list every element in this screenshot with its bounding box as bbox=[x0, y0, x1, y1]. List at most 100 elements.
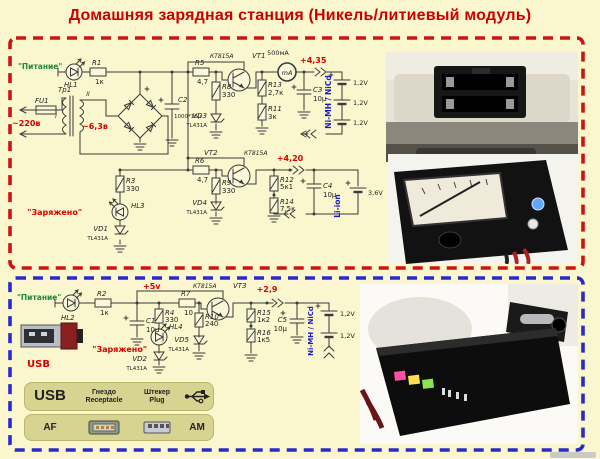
r10-ref: R10 bbox=[205, 313, 219, 321]
meter-unit: mA bbox=[282, 69, 293, 77]
hl3-ref: HL3 bbox=[131, 202, 145, 210]
r5-ref: R5 bbox=[195, 59, 205, 67]
r9-value: 330 bbox=[222, 187, 235, 195]
usb-female-label: AF bbox=[43, 422, 57, 433]
r3-ref: R3 bbox=[126, 177, 135, 185]
receptacle-header: Гнездо Receptacle bbox=[75, 389, 133, 404]
hl4-ref: HL4 bbox=[169, 323, 183, 331]
current-limit: 500мА bbox=[267, 49, 289, 57]
capacitor-c4 bbox=[300, 178, 322, 189]
vd4-type: TL431A bbox=[185, 210, 207, 216]
c3-ref: C3 bbox=[313, 86, 322, 94]
ground bbox=[290, 336, 304, 344]
vd5-type: TL431A bbox=[167, 347, 189, 353]
usb-legend-table: USB Гнездо Receptacle Штекер Plug bbox=[24, 382, 214, 444]
r14-ref: R14 bbox=[280, 198, 294, 206]
battery2-voltage: 3,6V bbox=[368, 189, 383, 197]
r13-value: 2,7к bbox=[268, 89, 283, 97]
hl2-ref: HL2 bbox=[61, 314, 75, 322]
vd2-ref: VD2 bbox=[132, 355, 147, 363]
r11-value: 3к bbox=[268, 113, 277, 121]
vd5-ref: VD5 bbox=[174, 336, 189, 344]
usb-male-label: AM bbox=[189, 422, 205, 433]
schematic-mains-charger: "Питание" HL1 R1 1к FU1 Тр1 ~220в I II ~… bbox=[12, 49, 383, 253]
c1-value: 10μ bbox=[146, 326, 160, 334]
usb-label: USB bbox=[27, 359, 50, 370]
r1-value: 1к bbox=[95, 78, 104, 86]
schematic-usb-charger: "Питание" HL2 R2 1к +5v C1 10μ R4 330 HL… bbox=[17, 282, 355, 374]
battery-type: Ni-MH / NiCd bbox=[307, 306, 315, 356]
vt1-type: КТ815А bbox=[210, 53, 233, 60]
charged-label: "Заряжено" bbox=[92, 345, 147, 354]
resistor-r6 bbox=[192, 165, 210, 175]
ground bbox=[113, 245, 127, 253]
resistor-r7 bbox=[178, 298, 196, 308]
ground bbox=[255, 127, 269, 135]
vd3-type: TL431A bbox=[185, 123, 207, 129]
watermark bbox=[550, 452, 596, 458]
c4-ref: C4 bbox=[323, 182, 332, 190]
cell1-voltage: 1,2V bbox=[340, 310, 355, 318]
r13-ref: R13 bbox=[268, 81, 282, 89]
cell3-voltage: 1,2V bbox=[353, 119, 368, 127]
power-label: "Питание" bbox=[17, 293, 61, 302]
r4-value: 330 bbox=[165, 316, 178, 324]
hl1-ref: HL1 bbox=[64, 81, 78, 89]
plug-ru: Штекер bbox=[143, 388, 171, 396]
usb-plug-image bbox=[133, 421, 181, 434]
battery1-type: Ni-MH / NiCd bbox=[324, 75, 333, 128]
r16-ref: R16 bbox=[257, 329, 271, 337]
cell2-voltage: 1,2V bbox=[340, 332, 355, 340]
ground bbox=[297, 111, 311, 119]
c4-value: 10μ bbox=[323, 191, 337, 199]
shunt-vd2 bbox=[153, 351, 168, 361]
shunt-vd5 bbox=[193, 335, 208, 345]
section-mains-charger: "Питание" HL1 R1 1к FU1 Тр1 ~220в I II ~… bbox=[8, 36, 585, 270]
r10-value: 240 bbox=[205, 320, 218, 328]
capacitor-c3 bbox=[291, 84, 312, 95]
r3-value: 330 bbox=[126, 185, 139, 193]
capacitor-c5 bbox=[280, 310, 305, 324]
transformer-ref: Тр1 bbox=[58, 86, 71, 94]
ground bbox=[133, 143, 147, 151]
r1-ref: R1 bbox=[92, 59, 101, 67]
ground bbox=[192, 352, 206, 360]
connector-out1 bbox=[314, 67, 327, 77]
vt2-ref: VT2 bbox=[204, 149, 218, 157]
photo-panel-meter bbox=[388, 154, 578, 266]
led-hl1 bbox=[65, 58, 85, 81]
r8-ref: R8 bbox=[222, 83, 232, 91]
output-voltage: +2,9 bbox=[257, 285, 278, 294]
usb-legend-title: USB bbox=[34, 387, 66, 405]
plug-en: Plug bbox=[149, 396, 165, 404]
r7-ref: R7 bbox=[181, 290, 191, 298]
r11-ref: R11 bbox=[268, 105, 282, 113]
vt2-type: КТ815А bbox=[244, 150, 267, 157]
ground bbox=[152, 366, 166, 374]
vd3-ref: VD3 bbox=[192, 112, 207, 120]
input-voltage: +5v bbox=[143, 282, 161, 291]
r2-ref: R2 bbox=[97, 290, 107, 298]
vd1-ref: VD1 bbox=[93, 225, 108, 233]
usb-plug-photo bbox=[20, 322, 83, 350]
led-hl2 bbox=[62, 289, 82, 312]
c2-value: 1000*16μ bbox=[174, 114, 202, 120]
r16-value: 1к5 bbox=[257, 336, 270, 344]
r15-ref: R15 bbox=[257, 309, 271, 317]
transformer bbox=[35, 95, 84, 137]
shunt-vd3 bbox=[210, 113, 225, 123]
r6-value: 4,7 bbox=[197, 176, 208, 184]
usb-legend-gender-row: AF AM bbox=[24, 414, 214, 441]
output1-voltage: +4,35 bbox=[300, 56, 327, 65]
usb-trident-icon bbox=[181, 388, 213, 405]
section-usb-charger: "Питание" HL2 R2 1к +5v C1 10μ R4 330 HL… bbox=[8, 276, 585, 452]
output2-voltage: +4,20 bbox=[277, 154, 304, 163]
capacitor-c1 bbox=[123, 315, 145, 326]
receptacle-ru: Гнездо bbox=[91, 388, 117, 396]
page-title: Домашняя зарядная станция (Никель/литиев… bbox=[68, 7, 532, 24]
c1-ref: C1 bbox=[146, 317, 155, 325]
r12-ref: R12 bbox=[280, 176, 294, 184]
usb-receptacle-image bbox=[75, 420, 133, 436]
r6-ref: R6 bbox=[195, 157, 205, 165]
